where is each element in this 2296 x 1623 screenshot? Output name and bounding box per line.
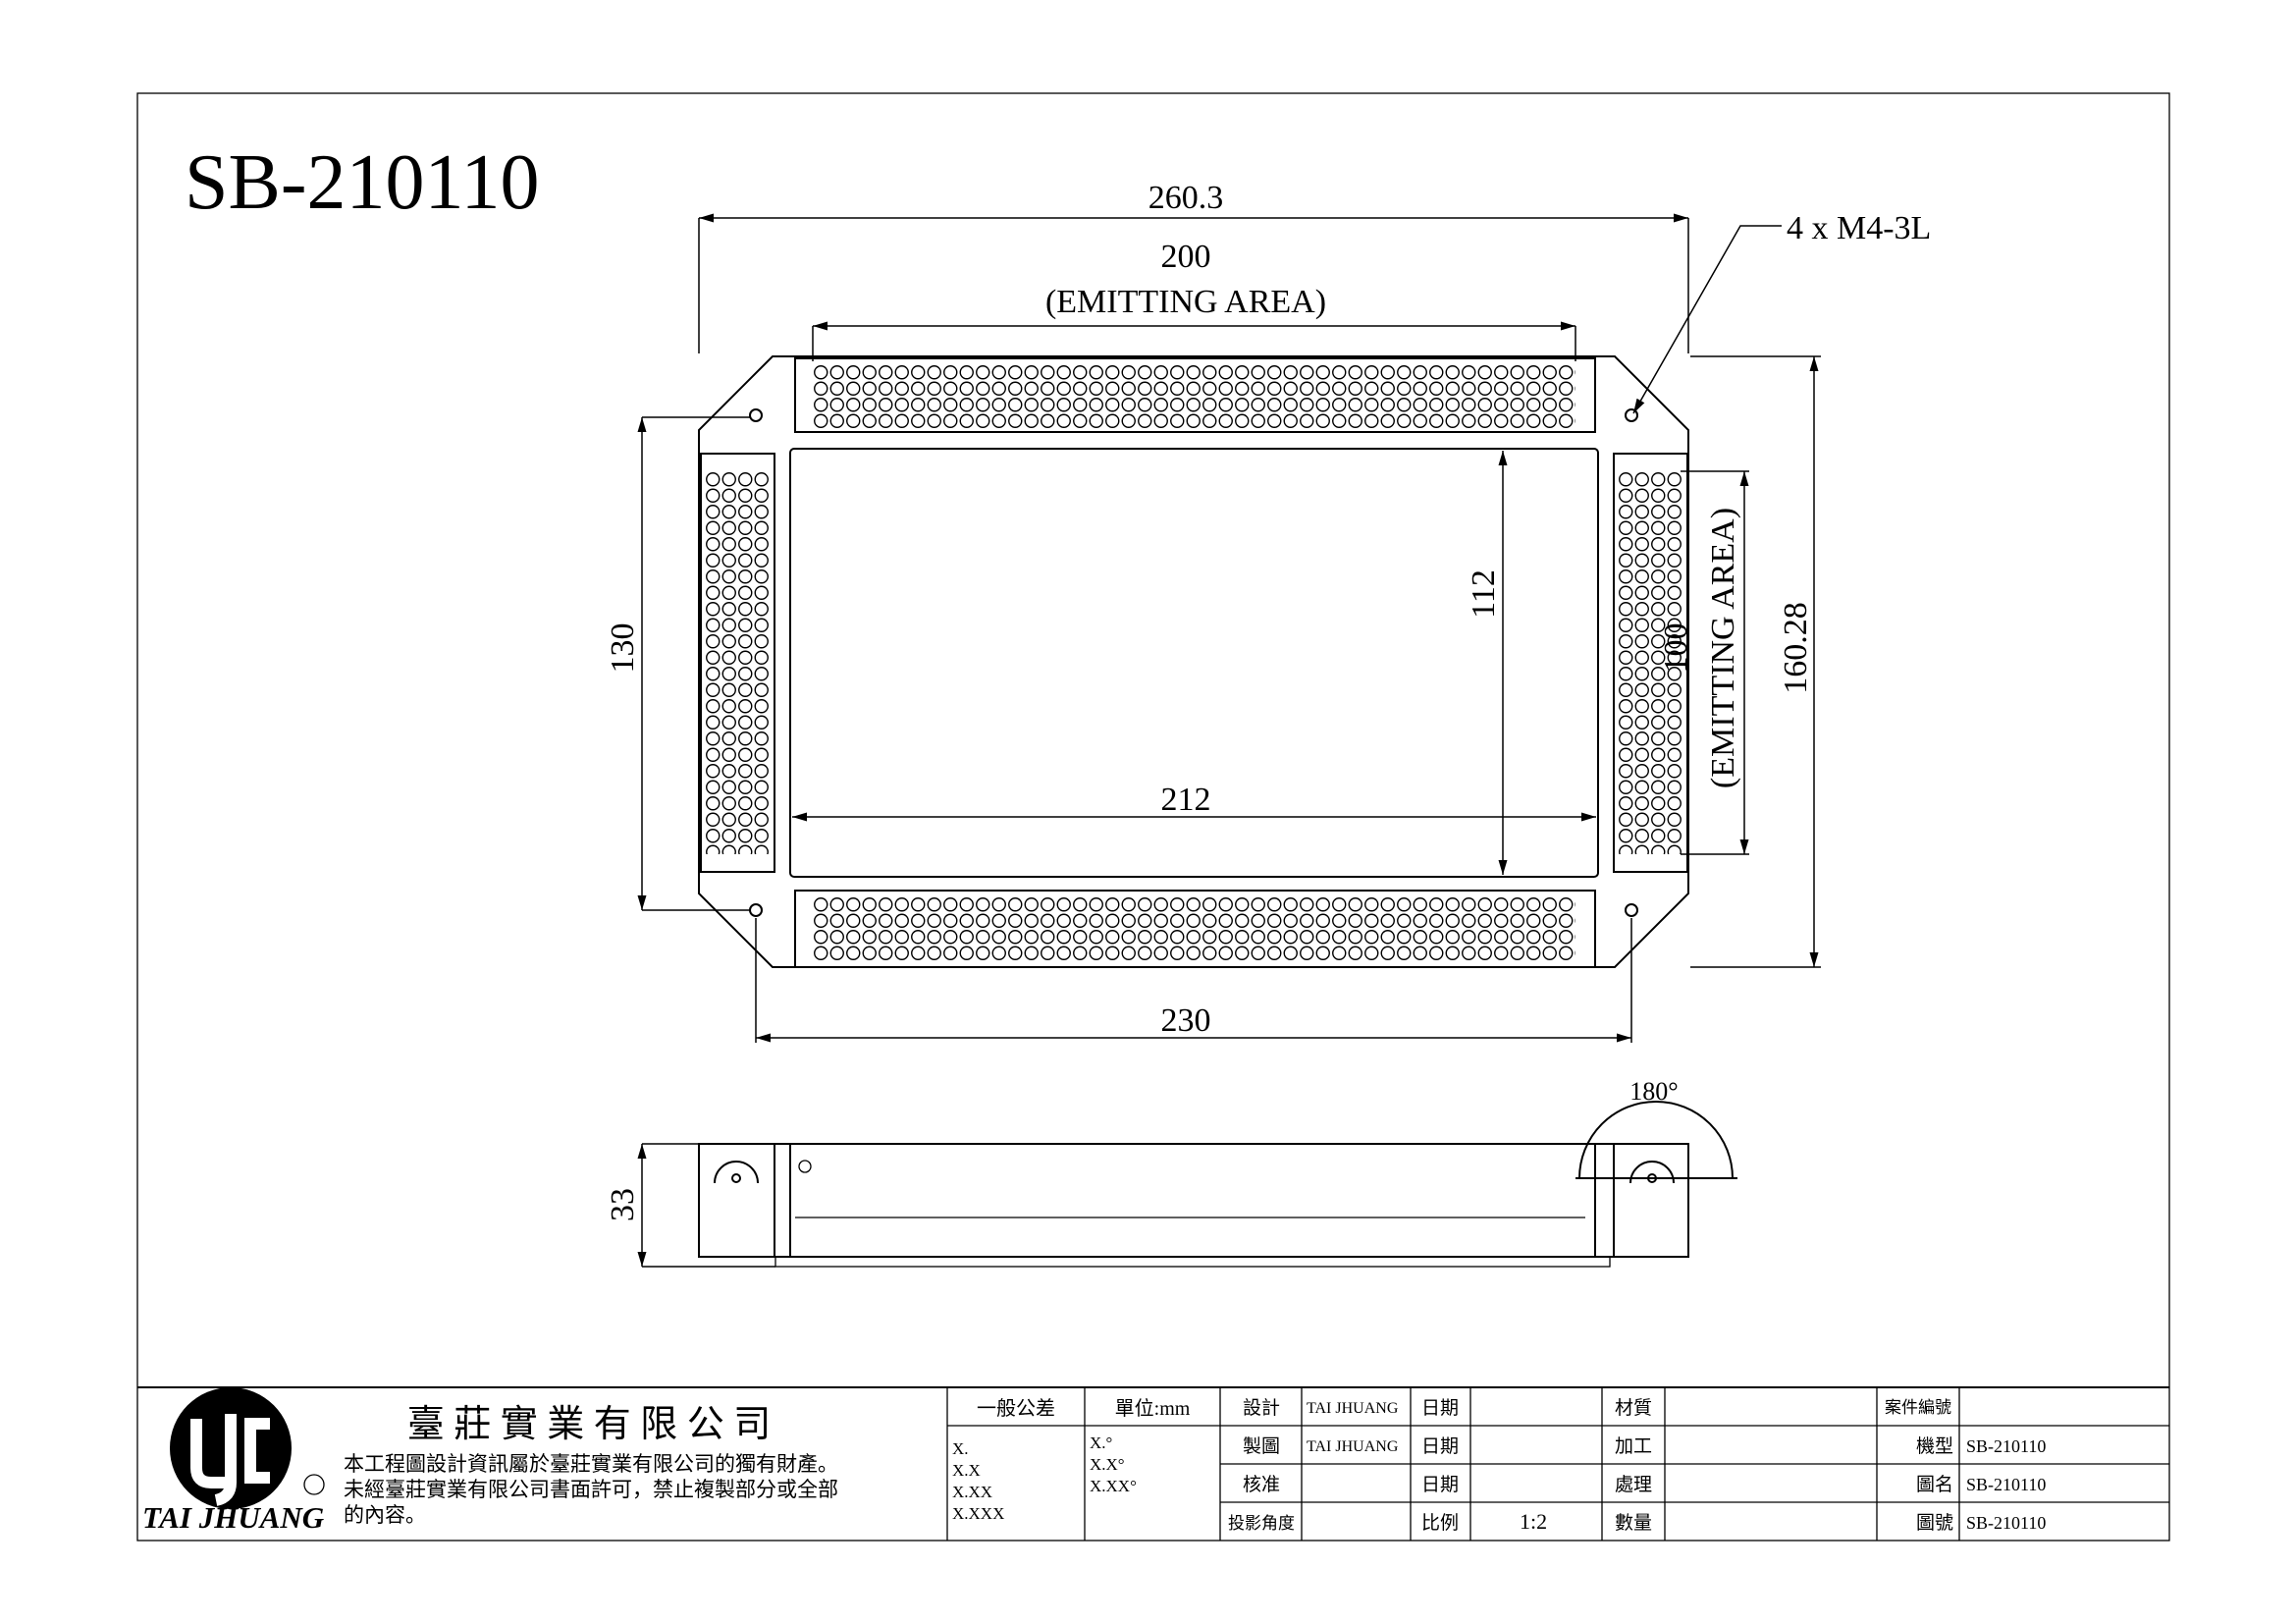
dim-window-width: 212 — [1161, 782, 1211, 818]
viewing-window — [789, 448, 1599, 878]
quantity-label: 數量 — [1615, 1512, 1652, 1534]
dim-hole-pitch-vertical: 130 — [605, 623, 641, 674]
tolerance-0: X. — [952, 1439, 969, 1458]
dim-emitting-height: 100 — [1658, 623, 1694, 674]
drawing-title: SB-210110 — [185, 139, 540, 226]
left-led-array — [705, 471, 771, 854]
hinge-icon — [714, 1161, 759, 1184]
drawn-label: 製圖 — [1243, 1435, 1280, 1457]
mounting-hole-icon — [749, 903, 763, 917]
dim-emitting-width: 200 — [1161, 239, 1211, 275]
bottom-led-array — [813, 896, 1575, 961]
treatment-label: 處理 — [1615, 1474, 1652, 1495]
front-view — [698, 355, 1689, 968]
date-label-1: 日期 — [1421, 1397, 1459, 1419]
logo-text: TAI JHUANG — [142, 1500, 325, 1535]
side-view: 33 180° — [605, 1077, 1737, 1268]
design-value: TAI JHUANG — [1307, 1400, 1399, 1417]
process-label: 加工 — [1615, 1435, 1652, 1457]
drawn-value: TAI JHUANG — [1307, 1438, 1399, 1455]
scale-label: 比例 — [1421, 1512, 1459, 1534]
dim-overall-width: 260.3 — [1148, 180, 1224, 216]
hinge-icon — [1629, 1161, 1675, 1184]
plate-outline — [698, 355, 1689, 968]
rotation-angle: 180° — [1629, 1077, 1678, 1106]
unit-header: 單位:mm — [1115, 1397, 1191, 1420]
dim-emitting-label: (EMITTING AREA) — [1045, 284, 1326, 320]
tolerance-2: X.XX — [952, 1483, 992, 1501]
dim-emitting-height-label: (EMITTING AREA) — [1705, 508, 1741, 788]
tolerance-3: X.XXX — [952, 1504, 1004, 1523]
tolerance-1: X.X — [952, 1461, 981, 1480]
drawing-name-label: 圖名 — [1916, 1474, 1953, 1495]
date-label-3: 日期 — [1421, 1474, 1459, 1495]
top-led-strip — [794, 357, 1596, 433]
angle-tolerance-1: X.X° — [1090, 1455, 1125, 1474]
check-label: 核准 — [1243, 1474, 1280, 1495]
dim-thickness: 33 — [605, 1188, 641, 1221]
mounting-hole-icon — [1625, 408, 1638, 422]
title-block: TAI JHUANG 臺 莊 實 業 有 限 公 司 本工程圖設計資訊屬於臺莊實… — [137, 1386, 2169, 1541]
notice-line-1: 本工程圖設計資訊屬於臺莊實業有限公司的獨有財產。 — [344, 1452, 838, 1476]
top-led-array — [813, 364, 1575, 429]
dim-hole-pitch-horizontal: 230 — [1161, 1002, 1211, 1039]
bottom-led-strip — [794, 890, 1596, 968]
drawing-border — [136, 92, 2170, 1542]
left-led-strip — [700, 453, 775, 873]
material-label: 材質 — [1615, 1397, 1652, 1419]
drawing-no-label: 圖號 — [1916, 1512, 1953, 1534]
model-value: SB-210110 — [1966, 1436, 2046, 1456]
company-name: 臺 莊 實 業 有 限 公 司 — [407, 1404, 772, 1445]
right-led-array — [1618, 471, 1683, 854]
drawing-no-value: SB-210110 — [1966, 1513, 2046, 1533]
dimensions: 260.3 200 (EMITTING AREA) 4 x M4-3L 130 … — [605, 180, 1931, 1043]
screw-icon — [798, 1160, 812, 1173]
projection-label: 投影角度 — [1228, 1514, 1295, 1533]
rotation-arc-icon — [1578, 1101, 1734, 1179]
company-logo: TAI JHUANG — [142, 1387, 325, 1535]
tolerance-header: 一般公差 — [977, 1397, 1055, 1420]
angle-tolerance-2: X.XX° — [1090, 1477, 1137, 1495]
drawing-name-value: SB-210110 — [1966, 1475, 2046, 1494]
notice-line-3: 的內容。 — [344, 1503, 426, 1527]
angle-tolerance-0: X.° — [1090, 1434, 1112, 1452]
model-label: 機型 — [1916, 1435, 1953, 1457]
scale-value: 1:2 — [1520, 1509, 1547, 1534]
dim-overall-height: 160.28 — [1778, 602, 1814, 694]
design-label: 設計 — [1243, 1397, 1280, 1419]
date-label-2: 日期 — [1421, 1435, 1459, 1457]
mounting-hole-icon — [1625, 903, 1638, 917]
case-no-label: 案件編號 — [1885, 1398, 1951, 1417]
screw-note: 4 x M4-3L — [1787, 210, 1931, 246]
mounting-hole-icon — [749, 408, 763, 422]
dim-window-height: 112 — [1466, 569, 1502, 619]
notice-line-2: 未經臺莊實業有限公司書面許可，禁止複製部分或全部 — [344, 1478, 838, 1501]
right-led-strip — [1613, 453, 1688, 873]
